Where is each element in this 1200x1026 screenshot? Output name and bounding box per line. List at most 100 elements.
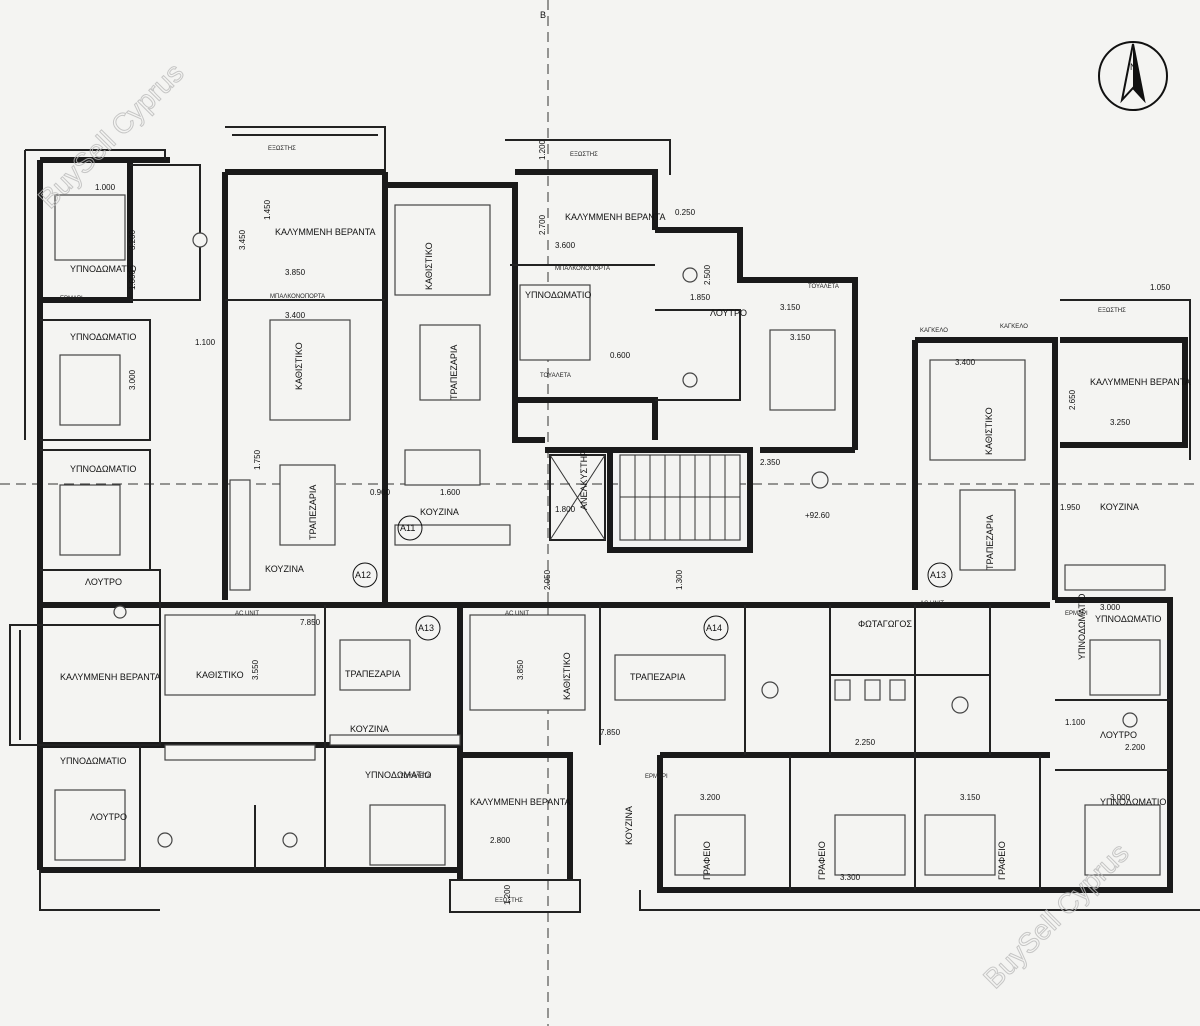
bed-icon	[59, 484, 121, 556]
dining-table-icon	[959, 489, 1016, 571]
room-label-office: ΓΡΑΦΕΙΟ	[997, 841, 1007, 880]
sofa-icon	[269, 319, 351, 421]
dimension: 7.850	[600, 728, 621, 737]
label-uncovered-balcony: ΕΞΩΣΤΗΣ	[1098, 308, 1126, 314]
dimension: 3.600	[555, 241, 576, 250]
dining-tables	[279, 324, 1016, 701]
dimension: 2.050	[543, 569, 552, 590]
dimension: 1.050	[1150, 283, 1171, 292]
dimension: 7.850	[300, 618, 321, 627]
room-label-dining: ΤΡΑΠΕΖΑΡΙΑ	[308, 485, 318, 540]
dimension: 3.550	[251, 659, 260, 680]
north-label: N	[1130, 62, 1137, 72]
dimension: 2.200	[1125, 743, 1146, 752]
dimension: 1.750	[253, 449, 262, 470]
room-label-bedroom: ΥΠΝΟΔΩΜΑΤΙΟ	[525, 290, 591, 300]
dimension: 1.000	[95, 183, 116, 192]
room-label-kitchen: ΚΟΥΖΙΝΑ	[265, 564, 304, 574]
bed-icon	[674, 814, 746, 876]
label-wardrobe: ΕΡΜΑΡΙ	[60, 296, 83, 302]
dining-table-icon	[279, 464, 336, 546]
room-label-bedroom: ΥΠΝΟΔΩΜΑΤΙΟ	[1100, 797, 1166, 807]
room-label-bathroom: ΛΟΥΤΡΟ	[710, 308, 747, 318]
room-label-covered-veranda: ΚΑΛΥΜΜΕΝΗ ΒΕΡΑΝΤΑ	[470, 797, 571, 807]
room-label-bedroom: ΥΠΝΟΔΩΜΑΤΙΟ	[60, 756, 126, 766]
dimension: 3.150	[780, 303, 801, 312]
room-label-covered-veranda: ΚΑΛΥΜΜΕΝΗ ΒΕΡΑΝΤΑ	[1090, 377, 1191, 387]
dimension: 1.850	[690, 293, 711, 302]
room-label-covered-veranda: ΚΑΛΥΜΜΕΝΗ ΒΕΡΑΝΤΑ	[60, 672, 161, 682]
label-wardrobe: ΕΡΜΑΡΙ	[645, 774, 668, 780]
bed-icon	[834, 814, 906, 876]
room-label-living: ΚΑΘΙΣΤΙΚΟ	[294, 342, 304, 390]
sofa-icon	[469, 614, 586, 711]
dining-table-icon	[419, 324, 481, 401]
sanitary-fixtures	[113, 232, 1138, 848]
dimension: 3.000	[128, 369, 137, 390]
label-ac-unit: AC UNIT	[505, 611, 529, 617]
dimension: 2.800	[490, 836, 511, 845]
bed-icon	[54, 789, 126, 861]
room-label-bathroom: ΛΟΥΤΡΟ	[85, 577, 122, 587]
room-label-light-shaft: ΦΩΤΑΓΩΓΟΣ	[858, 619, 912, 629]
label-wc: ΤΟΥΑΛΕΤΑ	[400, 774, 431, 780]
dimension: 2.250	[855, 738, 876, 747]
room-label-bedroom: ΥΠΝΟΔΩΜΑΤΙΟ	[1077, 594, 1087, 660]
label-balcony-door: ΜΠΑΛΚΟΝΟΠΟΡΤΑ	[270, 294, 325, 300]
label-railing: ΚΑΓΚΕΛΟ	[1000, 324, 1028, 330]
beds	[54, 194, 1161, 876]
bed-icon	[59, 354, 121, 426]
sofa-icon	[929, 359, 1026, 461]
dimension: 3.300	[840, 873, 861, 882]
dimension: 3.150	[960, 793, 981, 802]
dimension: 3.850	[516, 659, 525, 680]
room-label-covered-veranda: ΚΑΛΥΜΜΕΝΗ ΒΕΡΑΝΤΑ	[565, 212, 666, 222]
dimension: 3.400	[285, 311, 306, 320]
sofas	[164, 204, 1026, 711]
dimension: 2.650	[1068, 389, 1077, 410]
north-arrow-icon: N	[1098, 41, 1168, 111]
room-label-kitchen: ΚΟΥΖΙΝΑ	[624, 806, 634, 845]
label-wardrobe: ΕΡΜΑΡΙ	[1065, 611, 1088, 617]
dimension: 1.950	[1060, 503, 1081, 512]
label-ac-unit: AC UNIT	[920, 601, 944, 607]
dimension: 3.000	[1100, 603, 1121, 612]
lift-shaft	[549, 454, 606, 541]
room-label-living: ΚΑΘΙΣΤΙΚΟ	[984, 407, 994, 455]
room-label-bathroom: ΛΟΥΤΡΟ	[1100, 730, 1137, 740]
unit-tag-a12: A12	[355, 570, 371, 580]
room-label-bedroom: ΥΠΝΟΔΩΜΑΤΙΟ	[70, 332, 136, 342]
room-label-office: ΓΡΑΦΕΙΟ	[817, 841, 827, 880]
room-label-bedroom: ΥΠΝΟΔΩΜΑΤΙΟ	[70, 464, 136, 474]
dimension: 3.850	[285, 268, 306, 277]
dimension: 3.200	[700, 793, 721, 802]
rotated-labels: ΚΑΘΙΣΤΙΚΟ ΚΑΘΙΣΤΙΚΟ ΚΑΘΙΣΤΙΚΟ ΚΑΘΙΣΤΙΚΟ …	[294, 242, 1087, 880]
dimension: 3.250	[1110, 418, 1131, 427]
dimension: 1.200	[538, 139, 547, 160]
room-labels: ΥΠΝΟΔΩΜΑΤΙΟ ΥΠΝΟΔΩΜΑΤΙΟ ΥΠΝΟΔΩΜΑΤΙΟ ΥΠΝΟ…	[60, 146, 1191, 904]
room-label-kitchen: ΚΟΥΖΙΝΑ	[1100, 502, 1139, 512]
dimension: 0.900	[370, 488, 391, 497]
dining-table-icon	[339, 639, 411, 691]
unit-tag-a14: A14	[706, 623, 722, 633]
room-label-office: ΓΡΑΦΕΙΟ	[702, 841, 712, 880]
dimension: 1.000	[128, 269, 137, 290]
dimension-labels: 1.000 3.200 1.000 3.450 1.450 3.850 3.40…	[95, 139, 1171, 905]
dimension: 1.100	[195, 338, 216, 347]
room-label-dining: ΤΡΑΠΕΖΑΡΙΑ	[449, 345, 459, 400]
dimension: 3.200	[128, 229, 137, 250]
internal-walls	[40, 164, 1170, 890]
room-label-living: ΚΑΘΙΣΤΙΚΟ	[424, 242, 434, 290]
room-label-living: ΚΑΘΙΣΤΙΚΟ	[196, 670, 244, 680]
bed-icon	[924, 814, 996, 876]
room-label-bathroom: ΛΟΥΤΡΟ	[90, 812, 127, 822]
label-uncovered-balcony: ΕΞΩΣΤΗΣ	[268, 146, 296, 152]
bed-icon	[1089, 639, 1161, 696]
label-wc: ΤΟΥΑΛΕΤΑ	[540, 373, 571, 379]
room-label-bedroom: ΥΠΝΟΔΩΜΑΤΙΟ	[1095, 614, 1161, 624]
unit-tag-a13: A13	[418, 623, 434, 633]
bed-icon	[519, 284, 591, 361]
room-label-dining: ΤΡΑΠΕΖΑΡΙΑ	[630, 672, 685, 682]
dimension: 2.700	[538, 214, 547, 235]
